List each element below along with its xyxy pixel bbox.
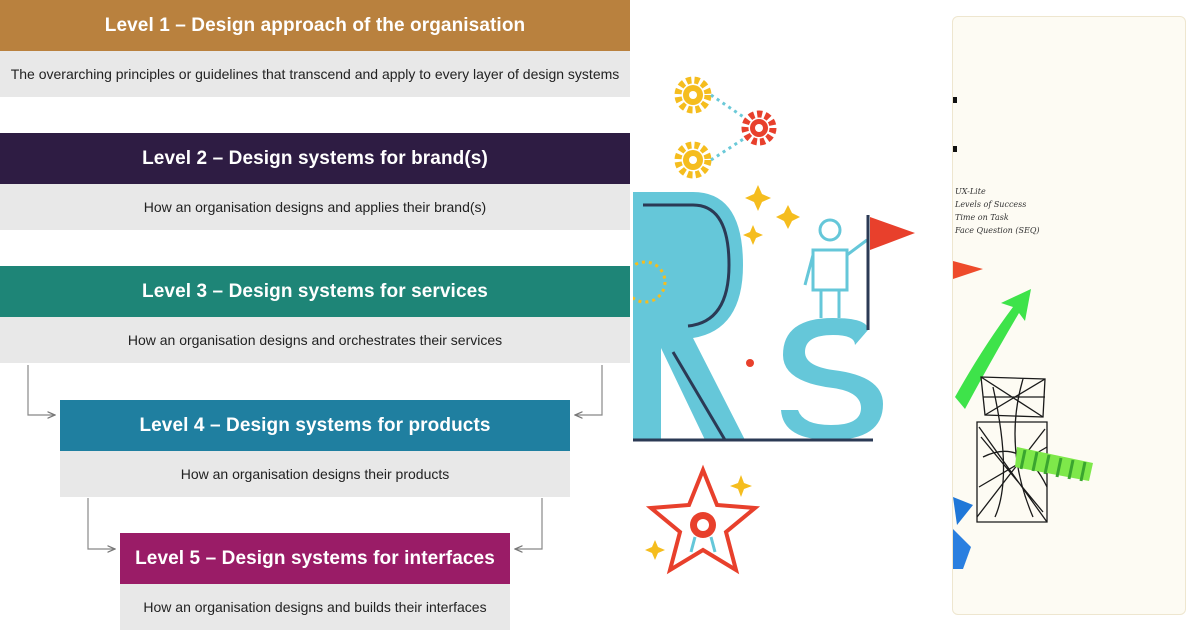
blue-shape xyxy=(953,529,971,569)
level-5-title: Level 5 – Design systems for interfaces xyxy=(120,533,510,584)
level-1-description: The overarching principles or guidelines… xyxy=(0,51,630,97)
level-1-block: Level 1 – Design approach of the organis… xyxy=(0,0,630,97)
level-4-description: How an organisation designs their produc… xyxy=(60,451,570,497)
note-line: UX-Lite xyxy=(955,187,986,196)
level-2-block: Level 2 – Design systems for brand(s) Ho… xyxy=(0,133,630,230)
blue-shape xyxy=(953,497,973,525)
level-3-block: Level 3 – Design systems for services Ho… xyxy=(0,266,630,363)
note-line: Face Question (SEQ) xyxy=(955,226,1040,235)
level-5-description: How an organisation designs and builds t… xyxy=(120,584,510,630)
star-badge-icon xyxy=(645,464,761,575)
scribble-shape xyxy=(976,376,1048,523)
level-2-title: Level 2 – Design systems for brand(s) xyxy=(0,133,630,184)
right-panel: UX-Lite Levels of Success Time on Task F… xyxy=(952,16,1186,615)
level-2-description: How an organisation designs and applies … xyxy=(0,184,630,230)
letter-r-shape xyxy=(633,192,745,441)
arrow-right-to-level-4 xyxy=(575,365,603,415)
level-1-title: Level 1 – Design approach of the organis… xyxy=(0,0,630,51)
person-with-flag-icon xyxy=(803,218,868,318)
level-4-title: Level 4 – Design systems for products xyxy=(60,400,570,451)
note-line: Levels of Success xyxy=(955,200,1027,209)
gear-icon xyxy=(674,76,712,114)
arrow-left-to-level-4 xyxy=(27,365,55,415)
level-3-title: Level 3 – Design systems for services xyxy=(0,266,630,317)
dash-mark xyxy=(953,146,957,152)
gear-icon xyxy=(674,141,712,179)
connector-arrows xyxy=(27,365,603,630)
flag-icon xyxy=(870,217,915,250)
illustration-panel xyxy=(633,0,951,630)
arrow-left-to-level-5 xyxy=(87,498,115,549)
red-shape xyxy=(953,261,983,279)
arrow-right-to-level-5 xyxy=(515,498,543,549)
striped-bar xyxy=(1015,447,1093,481)
sparkle-icon xyxy=(645,185,800,560)
gear-icon xyxy=(741,110,777,146)
dash-mark xyxy=(953,97,957,103)
collage-art xyxy=(953,261,1093,569)
note-line: Time on Task xyxy=(955,213,1009,222)
green-arrow xyxy=(955,289,1031,409)
level-3-description: How an organisation designs and orchestr… xyxy=(0,317,630,363)
level-5-block: Level 5 – Design systems for interfaces … xyxy=(120,533,510,630)
level-4-block: Level 4 – Design systems for products Ho… xyxy=(60,400,570,497)
letter-s-shape xyxy=(781,318,883,440)
